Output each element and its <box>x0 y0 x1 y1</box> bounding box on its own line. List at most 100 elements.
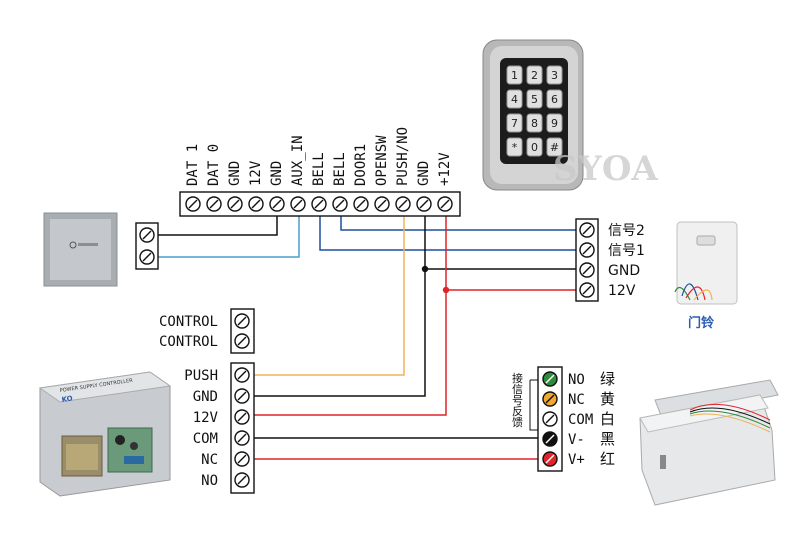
top-terminal-label: PUSH/NO <box>395 127 411 186</box>
keypad-key: # <box>546 137 563 157</box>
keypad-key: 9 <box>546 113 563 133</box>
exit-button-terminal <box>135 222 159 270</box>
control-label: CONTROL <box>159 334 218 350</box>
lock-label: NC <box>568 392 585 408</box>
top-screw <box>332 196 348 212</box>
power-label: COM <box>193 431 218 447</box>
top-screw <box>206 196 222 212</box>
top-screw <box>227 196 243 212</box>
feedback-char: 信 <box>512 383 523 396</box>
doorbell-screw <box>579 222 595 238</box>
electric-lock-device <box>639 379 779 506</box>
power-label: GND <box>193 389 218 405</box>
lock-label: COM <box>568 412 593 428</box>
feedback-char: 接 <box>512 372 523 385</box>
lock-screw <box>542 391 558 407</box>
top-screw <box>311 196 327 212</box>
lock-color-label: 黄 <box>600 390 615 408</box>
control-label: CONTROL <box>159 314 218 330</box>
power-label: NC <box>201 452 218 468</box>
svg-text:5: 5 <box>531 93 538 106</box>
svg-text:4: 4 <box>511 93 518 106</box>
feedback-char: 号 <box>512 394 523 407</box>
control-terminal-block: CONTROL CONTROL <box>159 308 255 354</box>
svg-text:0: 0 <box>531 141 538 154</box>
top-terminal-label: DOOR1 <box>353 144 369 186</box>
psu-brand: KO <box>61 395 73 404</box>
power-screw <box>234 367 250 383</box>
top-terminal-label: AUX_IN <box>290 135 306 186</box>
lock-screw <box>542 411 558 427</box>
top-terminal-label: OPENSW <box>374 135 390 186</box>
doorbell-caption: 门铃 <box>688 315 714 331</box>
doorbell-label: 信号2 <box>608 223 645 239</box>
keypad-key: 1 <box>506 65 523 85</box>
power-terminal-block: PUSH GND 12V COM NC NO <box>184 362 255 494</box>
doorbell-screw <box>579 242 595 258</box>
keypad-key: 7 <box>506 113 523 133</box>
keypad-key: 8 <box>526 113 543 133</box>
keypad-key: 5 <box>526 89 543 109</box>
top-screw <box>269 196 285 212</box>
lock-color-label: 绿 <box>600 370 615 388</box>
top-terminal-label: BELL <box>311 152 327 186</box>
top-terminal-label: GND <box>227 161 243 186</box>
svg-text:7: 7 <box>511 117 518 130</box>
power-screw <box>234 472 250 488</box>
top-terminal-label: BELL <box>332 152 348 186</box>
doorbell-screw <box>579 262 595 278</box>
wire-12v <box>254 205 447 416</box>
power-label: NO <box>201 473 218 489</box>
power-screw <box>234 409 250 425</box>
top-screw <box>437 196 453 212</box>
wire-push <box>254 205 405 376</box>
exit-button-device <box>43 212 118 287</box>
svg-text:#: # <box>550 141 559 154</box>
top-screw <box>353 196 369 212</box>
svg-text:9: 9 <box>551 117 558 130</box>
top-screw <box>248 196 264 212</box>
svg-text:8: 8 <box>531 117 538 130</box>
power-label: PUSH <box>184 368 218 384</box>
wire-exit-button-aux <box>158 205 300 258</box>
keypad-key: 2 <box>526 65 543 85</box>
keypad-key: * <box>506 137 523 157</box>
exit-screw <box>139 227 155 243</box>
svg-text:2: 2 <box>531 69 538 82</box>
junction-gnd <box>421 265 429 273</box>
power-screw <box>234 388 250 404</box>
power-screw <box>234 430 250 446</box>
lock-color-label: 白 <box>600 410 615 428</box>
top-terminal-label: DAT 0 <box>206 144 222 186</box>
top-terminal-label: +12V <box>437 152 453 186</box>
feedback-char: 馈 <box>512 416 523 429</box>
control-screw <box>234 333 250 349</box>
svg-text:3: 3 <box>551 69 558 82</box>
doorbell-label: GND <box>608 263 640 279</box>
top-screw <box>374 196 390 212</box>
watermark: SYOA <box>553 149 658 189</box>
lock-label: V+ <box>568 452 585 468</box>
doorbell-screw <box>579 282 595 298</box>
top-screw <box>290 196 306 212</box>
feedback-char: 反 <box>512 405 523 418</box>
keypad-key: 3 <box>546 65 563 85</box>
top-terminal-label: DAT 1 <box>185 144 201 186</box>
junction-12v <box>442 286 450 294</box>
wire-bell-signal1 <box>319 205 587 251</box>
keypad-key: 4 <box>506 89 523 109</box>
power-screw <box>234 451 250 467</box>
exit-screw <box>139 249 155 265</box>
power-label: 12V <box>193 410 219 426</box>
lock-screw <box>542 431 558 447</box>
top-screw <box>416 196 432 212</box>
keypad-key: 0 <box>526 137 543 157</box>
top-screw <box>185 196 201 212</box>
svg-text:1: 1 <box>511 69 518 82</box>
top-screw <box>395 196 411 212</box>
doorbell-device <box>674 221 738 305</box>
lock-label: V- <box>568 432 585 448</box>
